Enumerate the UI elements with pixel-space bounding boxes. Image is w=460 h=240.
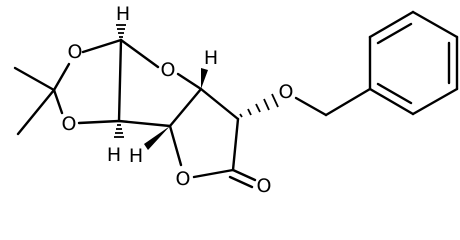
atom-labels: O O O O O O H H H H xyxy=(62,3,294,197)
bond-c5-c6 xyxy=(231,117,240,172)
double-bonds xyxy=(228,22,451,189)
bond-o-top-c1 xyxy=(81,38,123,54)
atom-h-c3: H xyxy=(129,145,143,167)
bond-o-bottom-c2 xyxy=(77,119,121,125)
atom-h-c4: H xyxy=(204,47,218,69)
bond-c2-c3 xyxy=(117,119,172,128)
bond-methyl-2 xyxy=(16,88,56,136)
atom-o-furanose-ring: O xyxy=(161,59,176,81)
bond-c6-o-carbonyl-outer xyxy=(231,168,257,182)
atom-o-benzyloxy: O xyxy=(279,81,294,103)
hash-c5-o xyxy=(271,93,279,108)
hash-c5-o xyxy=(255,103,261,113)
bond-cme2-o-top xyxy=(52,62,71,92)
bond-c3-c4 xyxy=(168,87,203,128)
bond-c4-c5 xyxy=(199,87,240,121)
bond-ph-3 xyxy=(411,10,459,39)
hash-c5-o xyxy=(239,113,243,118)
bond-ph-2 xyxy=(368,10,415,39)
atom-o-carbonyl: O xyxy=(257,175,272,197)
bond-c6-o-lactone xyxy=(192,168,235,179)
atom-o-lactone-ring: O xyxy=(176,168,191,190)
bond-c6-o-carbonyl-inner xyxy=(228,175,254,189)
stereo-bonds xyxy=(114,24,279,150)
hash-c5-o xyxy=(247,108,252,116)
bond-ph-5 xyxy=(411,87,459,116)
wedge-c3-h xyxy=(144,126,170,150)
bond-c1-o-ring xyxy=(119,38,160,69)
bond-ph-inner-1 xyxy=(376,22,413,45)
wedge-c4-h xyxy=(201,68,208,89)
bond-o-benzyloxy-ch2 xyxy=(294,96,328,117)
atom-o-dioxolane-top: O xyxy=(68,41,83,63)
single-bonds xyxy=(13,10,459,179)
atom-h-c2: H xyxy=(107,144,121,166)
bond-o-lactone-c3 xyxy=(168,124,183,167)
bond-o-ring-c4 xyxy=(176,72,203,91)
atom-o-dioxolane-bottom: O xyxy=(62,113,77,135)
bond-ch2-phenyl xyxy=(324,87,372,117)
bond-ph-inner-3 xyxy=(376,82,413,105)
hash-c5-o xyxy=(263,98,270,111)
bond-methyl-1 xyxy=(13,66,56,92)
bond-c1-c2 xyxy=(117,38,123,123)
bond-cme2-o-bottom xyxy=(52,88,64,115)
bond-ph-6 xyxy=(368,87,415,116)
chemical-structure-diagram: O O O O O O H H H H xyxy=(13,3,459,197)
atom-h-c1: H xyxy=(116,3,130,25)
